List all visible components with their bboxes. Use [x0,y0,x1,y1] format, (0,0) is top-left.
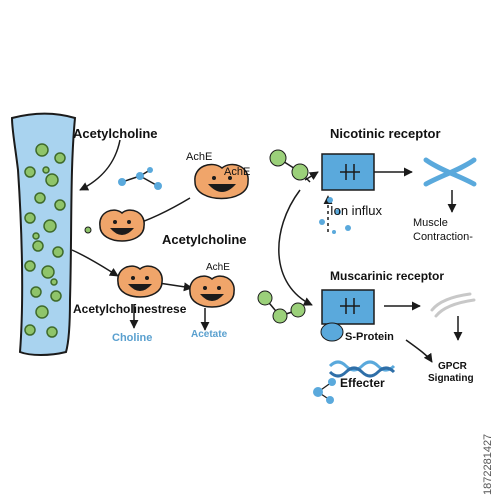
stock-watermark-id: 1872281427 [482,433,494,495]
label-effecter: Effecter [340,376,385,390]
label-choline: Choline [112,332,153,344]
ache-enzyme-4 [189,275,235,308]
label-ion-influx: Ion influx [330,203,383,218]
label-acetylcholine-top: Acetylcholine [73,126,158,141]
acetylcholine-molecule-top [118,167,162,190]
label-muscle-line1: Muscle [413,217,448,229]
label-acetylcholine-mid: Acetylcholine [162,232,247,247]
label-ache-3: AchE [206,262,230,273]
label-acetate: Acetate [191,329,228,340]
effecter-wave [328,360,396,378]
nicotinic-ligand [269,149,311,183]
label-muscle-line2: Contraction- [413,231,473,243]
released-acetylcholine [84,226,92,234]
label-muscarinic-receptor: Muscarinic receptor [330,269,445,283]
label-gpcr-line2: Signating [428,373,474,384]
label-ache-2: AchE [224,166,251,178]
label-acetylcholinestrese: Acetylcholinestrese [73,302,187,316]
ache-enzyme-3 [117,265,163,298]
muscarinic-ligand [257,290,306,324]
nicotinic-receptor-channel [321,153,375,191]
synaptic-vesicles [24,143,66,338]
right-arrows [278,167,463,363]
label-gpcr-line1: GPCR [438,361,467,372]
effecter-molecule [313,378,336,404]
ion-dots [319,197,351,234]
ache-enzyme-2 [99,209,145,242]
label-s-protein: S-Protein [345,331,394,343]
ache-enzyme-1 [194,163,249,200]
muscle-fiber-icon [423,157,477,187]
gpcr-signal-icon [430,292,476,318]
label-nicotinic-receptor: Nicotinic receptor [330,126,441,141]
label-ache-1: AchE [186,151,213,163]
muscarinic-receptor [320,289,375,342]
